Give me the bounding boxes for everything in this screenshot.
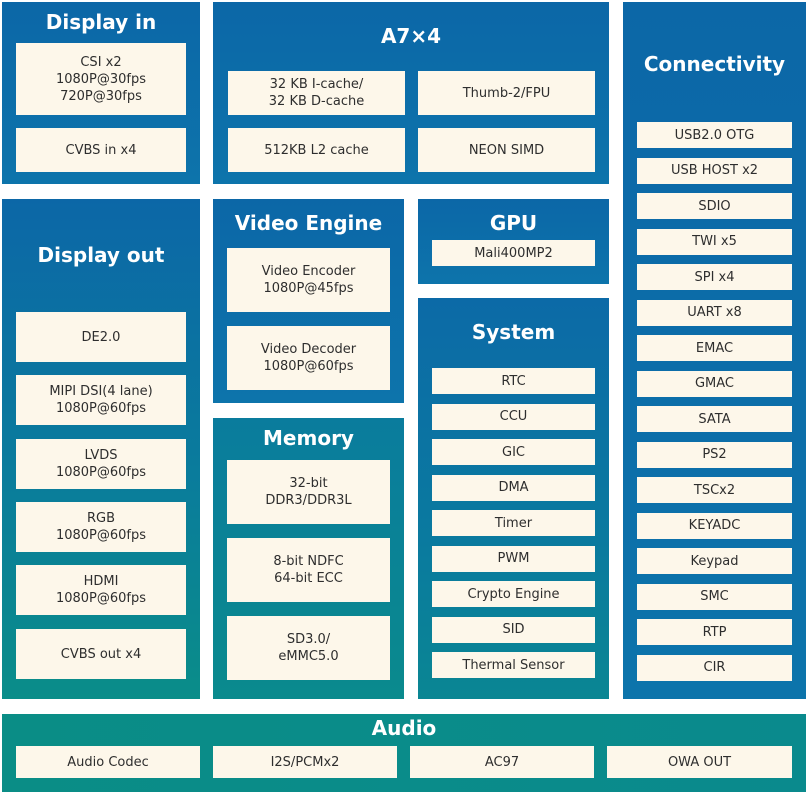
- memory-panel: Memory 32-bit DDR3/DDR3L 8-bit NDFC 64-b…: [213, 418, 404, 699]
- system-item: CCU: [432, 403, 595, 430]
- display-in-panel: Display in CSI x2 1080P@30fps 720P@30fps…: [2, 2, 200, 184]
- system-item: PWM: [432, 545, 595, 572]
- connectivity-item: SMC: [637, 583, 792, 610]
- gpu-title: GPU: [489, 211, 538, 235]
- display-in-cvbs-box: CVBS in x4: [16, 128, 186, 172]
- memory-nand-box: 8-bit NDFC 64-bit ECC: [227, 538, 390, 602]
- connectivity-item: PS2: [637, 441, 792, 468]
- video-encoder-box: Video Encoder 1080P@45fps: [227, 248, 390, 312]
- gpu-mali-box: Mali400MP2: [432, 240, 595, 266]
- video-decoder-box: Video Decoder 1080P@60fps: [227, 326, 390, 390]
- display-out-mipi-box: MIPI DSI(4 lane) 1080P@60fps: [16, 375, 186, 425]
- connectivity-item: KEYADC: [637, 512, 792, 539]
- cpu-title: A7×4: [380, 24, 442, 48]
- connectivity-item: USB2.0 OTG: [637, 122, 792, 148]
- connectivity-panel: Connectivity USB2.0 OTG USB HOST x2 SDIO TW…: [623, 2, 806, 699]
- connectivity-item: GMAC: [637, 370, 792, 397]
- video-engine-title: Video Engine: [234, 211, 383, 235]
- display-out-cvbs-box: CVBS out x4: [16, 629, 186, 679]
- system-item: SID: [432, 616, 595, 643]
- connectivity-item: USB HOST x2: [637, 157, 792, 184]
- cpu-thumb-box: Thumb-2/FPU: [418, 71, 595, 115]
- system-item: DMA: [432, 474, 595, 501]
- connectivity-item: RTP: [637, 619, 792, 645]
- display-out-title: Display out: [37, 243, 165, 267]
- connectivity-item: TSCx2: [637, 477, 792, 503]
- connectivity-item: SATA: [637, 406, 792, 432]
- system-item: RTC: [432, 368, 595, 394]
- connectivity-item: TWI x5: [637, 228, 792, 255]
- memory-sd-box: SD3.0/ eMMC5.0: [227, 616, 390, 680]
- cpu-neon-box: NEON SIMD: [418, 128, 595, 172]
- system-title: System: [471, 320, 556, 344]
- video-engine-panel: Video Engine Video Encoder 1080P@45fps V…: [213, 199, 404, 403]
- system-item: Crypto Engine: [432, 581, 595, 607]
- audio-codec-box: Audio Codec: [16, 746, 200, 778]
- audio-ac97-box: AC97: [410, 746, 594, 778]
- display-out-panel: Display out DE2.0 MIPI DSI(4 lane) 1080P…: [2, 199, 200, 699]
- connectivity-item: UART x8: [637, 299, 792, 326]
- connectivity-item: Keypad: [637, 548, 792, 574]
- connectivity-item: EMAC: [637, 335, 792, 361]
- display-out-lvds-box: LVDS 1080P@60fps: [16, 439, 186, 489]
- display-out-de-box: DE2.0: [16, 312, 186, 362]
- display-out-rgb-box: RGB 1080P@60fps: [16, 502, 186, 552]
- display-in-csi-box: CSI x2 1080P@30fps 720P@30fps: [16, 43, 186, 115]
- audio-i2s-box: I2S/PCMx2: [213, 746, 397, 778]
- audio-panel: Audio Audio Codec I2S/PCMx2 AC97 OWA OUT: [2, 714, 806, 792]
- connectivity-title: Connectivity: [643, 52, 786, 76]
- connectivity-item: CIR: [637, 654, 792, 681]
- gpu-panel: GPU Mali400MP2: [418, 199, 609, 284]
- audio-owa-box: OWA OUT: [607, 746, 792, 778]
- memory-title: Memory: [263, 426, 354, 450]
- connectivity-item: SDIO: [637, 193, 792, 219]
- display-out-hdmi-box: HDMI 1080P@60fps: [16, 565, 186, 615]
- system-item: Timer: [432, 510, 595, 536]
- display-in-title: Display in: [45, 10, 157, 34]
- system-item: Thermal Sensor: [432, 652, 595, 678]
- system-item: GIC: [432, 439, 595, 465]
- cpu-cache-box: 32 KB I-cache/ 32 KB D-cache: [228, 71, 405, 115]
- cpu-l2-box: 512KB L2 cache: [228, 128, 405, 172]
- audio-title: Audio: [371, 716, 437, 740]
- cpu-panel: A7×4 32 KB I-cache/ 32 KB D-cache Thumb-…: [213, 2, 609, 184]
- connectivity-item: SPI x4: [637, 264, 792, 290]
- memory-ddr-box: 32-bit DDR3/DDR3L: [227, 460, 390, 524]
